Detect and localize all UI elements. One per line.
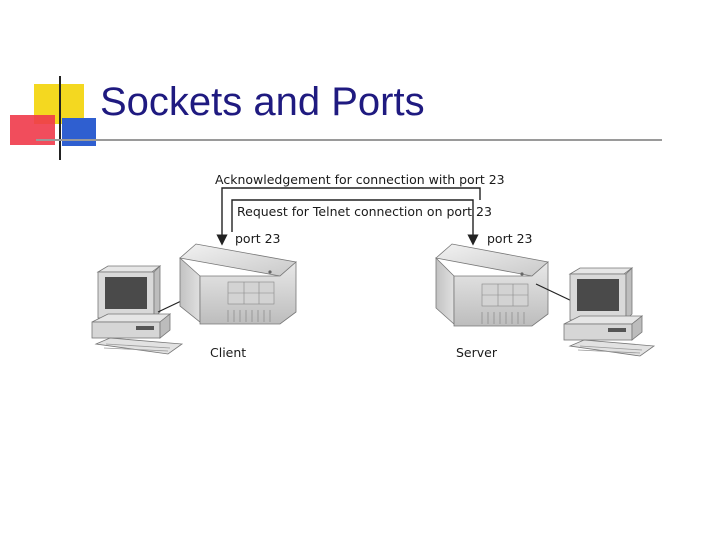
left-monitor-screen: [105, 277, 147, 309]
request-label: Request for Telnet connection on port 23: [237, 204, 492, 219]
server-cable: [535, 283, 575, 303]
client-port-label: port 23: [235, 231, 281, 246]
ack-label: Acknowledgement for connection with port…: [215, 172, 505, 187]
logo-blue-square: [62, 118, 96, 146]
right-workstation: [563, 267, 656, 357]
page-title: Sockets and Ports: [100, 80, 425, 124]
right-monitor-screen: [577, 279, 619, 311]
client-label: Client: [210, 345, 246, 360]
left-workstation: [91, 265, 184, 355]
server-port-label: port 23: [487, 231, 533, 246]
request-arrow: [231, 199, 479, 246]
ack-arrow: [216, 187, 481, 246]
client-tower: [179, 243, 297, 325]
server-tower: [435, 243, 549, 327]
title-divider: [36, 139, 662, 141]
server-label: Server: [456, 345, 498, 360]
